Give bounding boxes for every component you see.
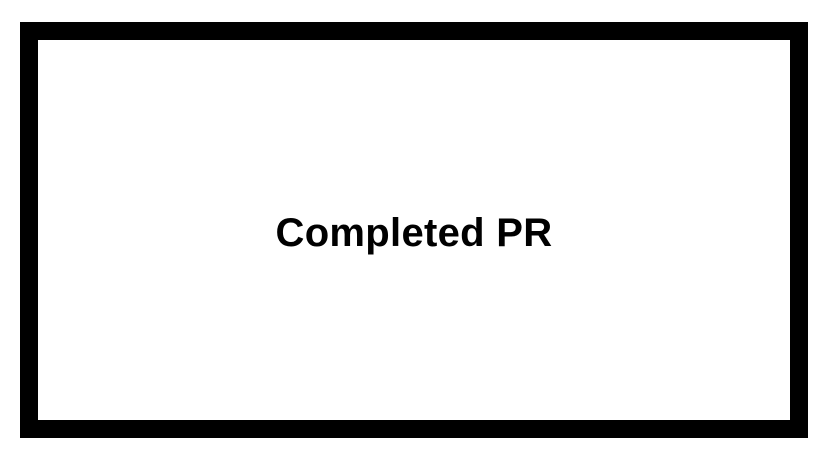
card-title: Completed PR (275, 210, 553, 255)
bordered-card: Completed PR (20, 22, 808, 438)
